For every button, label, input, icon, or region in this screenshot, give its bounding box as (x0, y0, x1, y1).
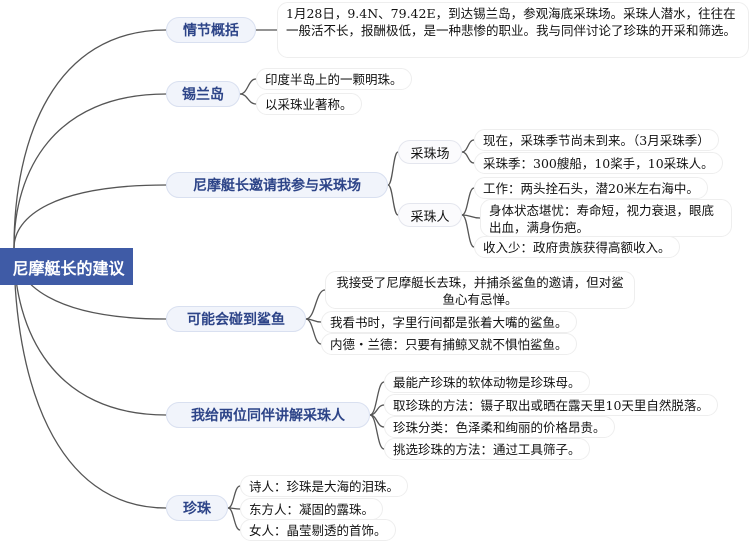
sub-pearl-divers[interactable]: 采珠人 (398, 203, 462, 227)
branch-pearls[interactable]: 珍珠 (166, 495, 228, 521)
leaf-pearls-1: 诗人：珍珠是大海的泪珠。 (240, 475, 409, 497)
leaf-sharks-2: 我看书时，字里行间都是张着大嘴的鲨鱼。 (321, 311, 577, 333)
branch-nemo-invitation[interactable]: 尼摩艇长邀请我参与采珠场 (166, 172, 388, 198)
leaf-connector (227, 485, 241, 509)
leaf-sharks-1: 我接受了尼摩艇长去珠，并捕杀鲨鱼的邀请，但对鲨鱼心有忌惮。 (325, 271, 635, 309)
leaf-connector (461, 214, 481, 219)
leaf-explain-2: 取珍珠的方法：镊子取出或晒在露天里10天里自然脱落。 (384, 394, 718, 416)
leaf-connector (305, 289, 326, 320)
leaf-sharks-3: 内德・兰德：只要有捕鲸叉就不惧怕鲨鱼。 (321, 333, 577, 355)
sub-connector (387, 184, 399, 216)
leaf-connector (461, 139, 475, 153)
root-connector (13, 93, 167, 249)
sub-connector (387, 151, 399, 186)
leaf-connector (305, 318, 322, 345)
root-connector (13, 184, 167, 249)
leaf-connector (369, 381, 385, 416)
root-connector (13, 247, 167, 509)
leaf-connector (239, 93, 257, 105)
leaf-plot-summary: 1月28日，9.4N、79.42E，到达锡兰岛，参观海底采珠场。采珠人潜水，往往… (277, 2, 749, 58)
leaf-explain-4: 挑选珍珠的方法：通过工具筛子。 (384, 438, 590, 460)
root-connector (13, 29, 167, 249)
leaf-divers-2: 身体状态堪忧：寿命短，视力衰退，眼底出血，满身伤疤。 (480, 199, 732, 237)
leaf-connector (227, 507, 241, 531)
root-node[interactable]: 尼摩艇长的建议 (0, 248, 133, 285)
leaf-connector (461, 151, 475, 164)
leaf-divers-3: 收入少：政府贵族获得高额收入。 (474, 236, 680, 258)
leaf-explain-3: 珍珠分类：色泽柔和绚丽的价格昂贵。 (384, 416, 615, 438)
leaf-pearls-3: 女人：晶莹剔透的首饰。 (240, 519, 396, 541)
branch-ceylon[interactable]: 锡兰岛 (166, 81, 240, 107)
branch-explain-pearls[interactable]: 我给两位同伴讲解采珠人 (166, 402, 370, 428)
leaf-pearls-2: 东方人：凝固的露珠。 (240, 498, 384, 520)
branch-plot-summary[interactable]: 情节概括 (166, 17, 256, 43)
leaf-connector (461, 214, 475, 248)
leaf-connector (461, 187, 475, 216)
leaf-connector (239, 78, 257, 95)
leaf-ceylon-2: 以采珠业著称。 (256, 93, 362, 115)
leaf-explain-1: 最能产珍珠的软体动物是珍珠母。 (384, 371, 590, 393)
leaf-divers-1: 工作：两头拴石头，潜20米左右海中。 (474, 177, 708, 199)
leaf-ceylon-1: 印度半岛上的一颗明珠。 (256, 68, 412, 90)
leaf-connector (369, 414, 385, 450)
sub-pearl-fishery[interactable]: 采珠场 (398, 140, 462, 164)
leaf-fishery-1: 现在，采珠季节尚未到来。（3月采珠季） (474, 129, 719, 151)
leaf-fishery-2: 采珠季：300艘船，10桨手，10采珠人。 (474, 152, 723, 174)
branch-sharks[interactable]: 可能会碰到鲨鱼 (166, 306, 306, 332)
